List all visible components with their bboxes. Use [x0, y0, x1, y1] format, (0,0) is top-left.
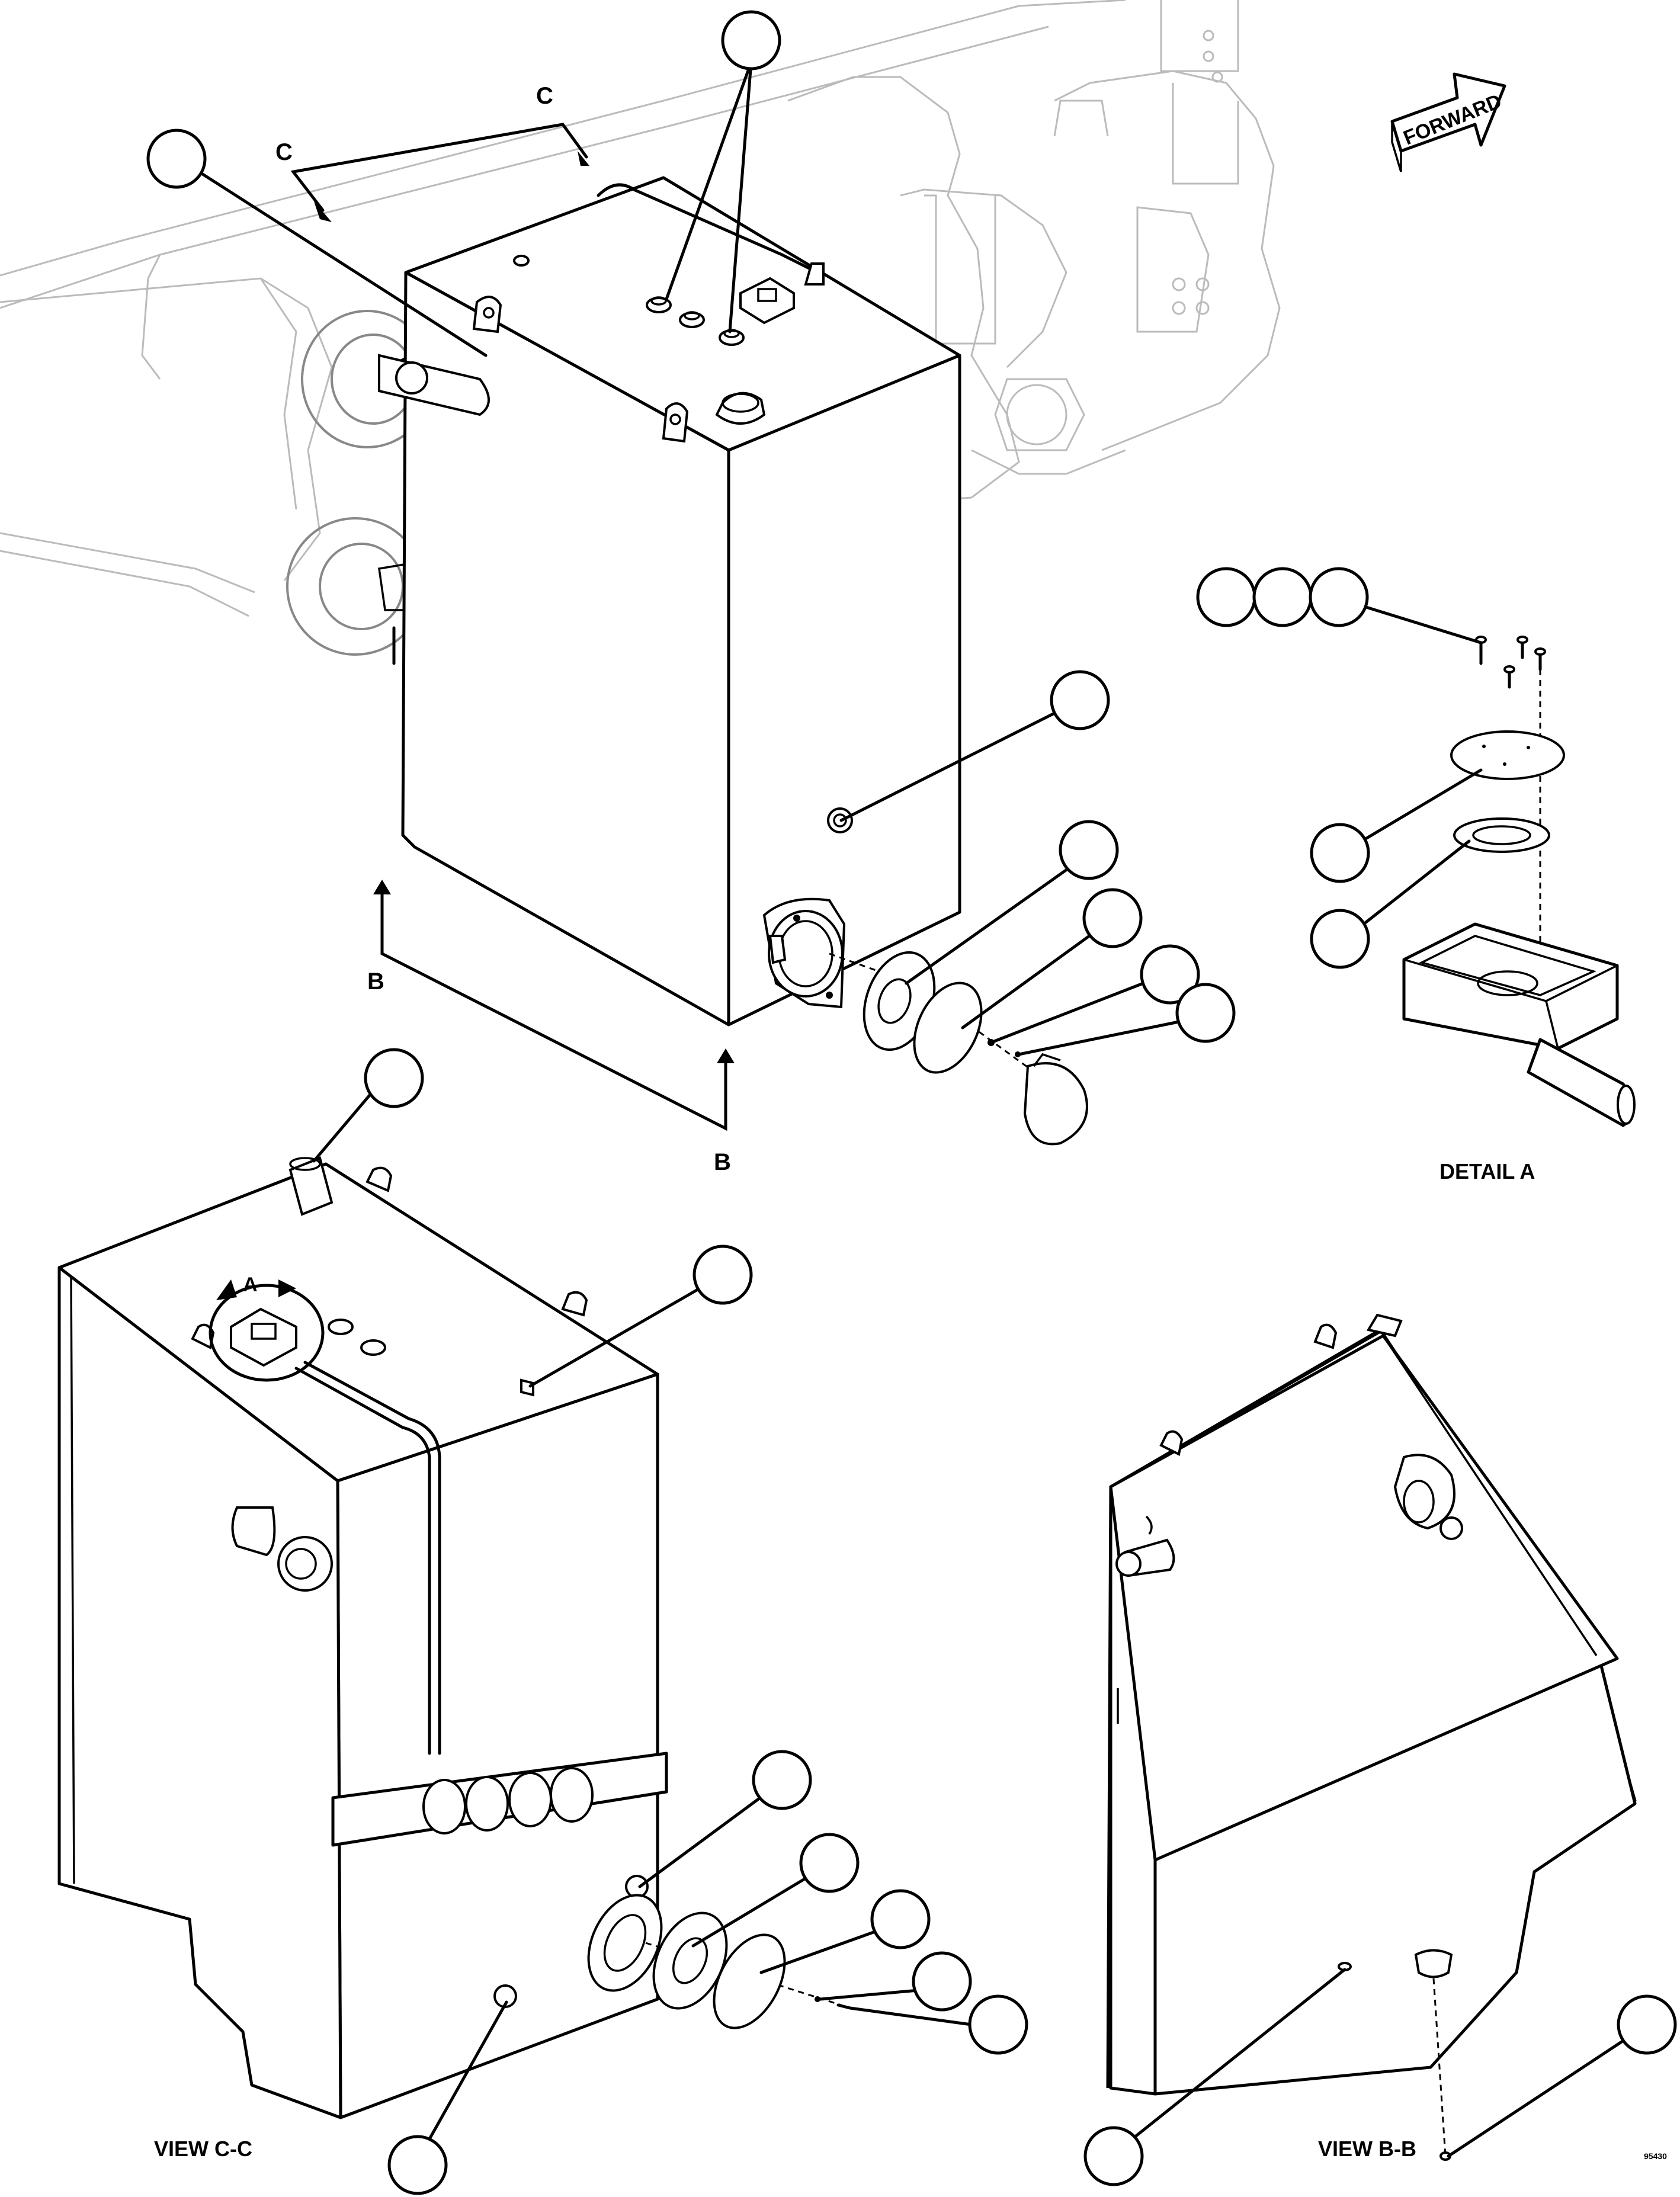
- section-line-c: C C: [275, 83, 589, 222]
- section-line-b: B B: [367, 880, 735, 1175]
- callout-balloon-icon: [1059, 820, 1119, 880]
- callout-balloon-icon: [1196, 567, 1256, 627]
- callouts: [146, 10, 1677, 2195]
- callout-balloon-icon: [1082, 888, 1143, 948]
- callout-balloon-icon: [1617, 1994, 1677, 2055]
- section-c-label: C: [536, 83, 553, 109]
- callout-balloon-icon: [1252, 567, 1313, 627]
- detail-a-label: DETAIL A: [1439, 1159, 1535, 1184]
- callout-balloon-icon: [968, 1994, 1028, 2055]
- callout-balloon-icon: [1140, 944, 1200, 1005]
- callout-balloon-icon: [1310, 909, 1370, 969]
- forward-arrow-icon: FORWARD: [1390, 72, 1506, 172]
- figure-number: 95430: [1644, 2151, 1667, 2161]
- callout-balloon-icon: [387, 2135, 448, 2195]
- callout-balloon-icon: [364, 1048, 424, 1108]
- callout-balloon-icon: [146, 129, 207, 189]
- view-cc-label: VIEW C-C: [154, 2137, 252, 2161]
- section-b-label: B: [714, 1149, 731, 1175]
- callout-balloon-icon: [1310, 823, 1370, 883]
- view-bb-label: VIEW B-B: [1318, 2137, 1416, 2161]
- section-c-label: C: [275, 139, 293, 165]
- outlet-cover-assembly: [829, 951, 1088, 1146]
- tank-view-bb: VIEW B-B 95430: [1106, 1313, 1667, 2161]
- callout-balloon-icon: [1309, 567, 1369, 627]
- callout-balloon-icon: [721, 10, 781, 70]
- callout-balloon-icon: [912, 1951, 972, 2012]
- callout-balloon-icon: [870, 1889, 931, 1949]
- callout-balloon-icon: [1050, 670, 1110, 730]
- callout-balloon-icon: [1175, 983, 1236, 1043]
- callout-balloon-icon: [1083, 2126, 1144, 2186]
- section-b-label: B: [367, 968, 384, 995]
- hydraulic-tank-main: [378, 176, 961, 1027]
- detail-a-marker: A: [243, 1274, 258, 1296]
- callout-balloon-icon: [692, 1245, 753, 1305]
- callout-balloon-icon: [799, 1833, 860, 1893]
- callout-balloon-icon: [752, 1750, 812, 1810]
- tank-view-cc: A VIEW C-C: [57, 1156, 852, 2161]
- detail-a: DETAIL A: [1402, 636, 1636, 1184]
